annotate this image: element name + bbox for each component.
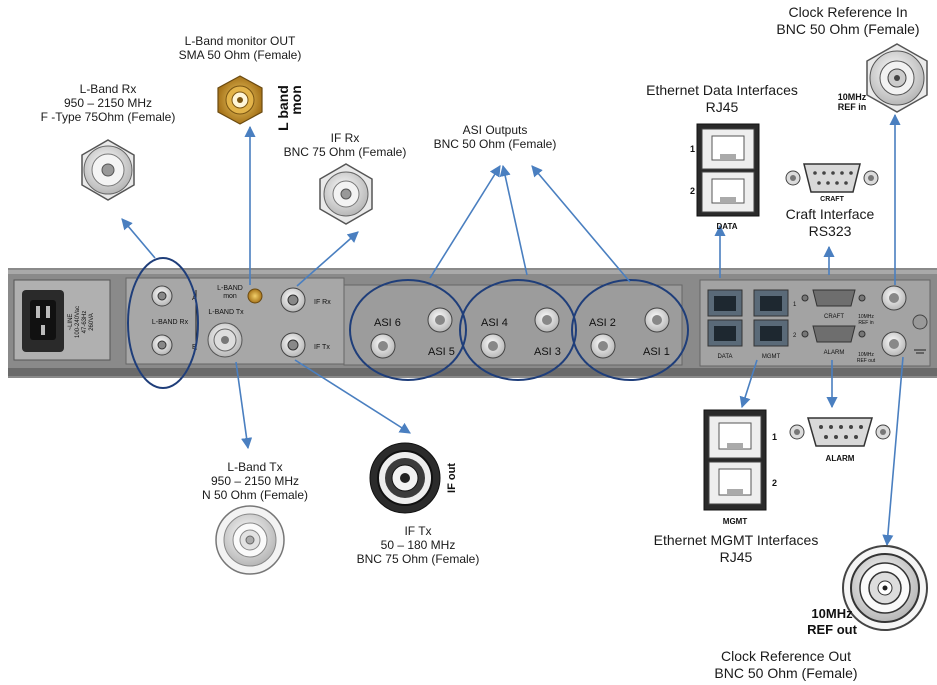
callout-lband-mon-title: L-Band monitor OUT bbox=[170, 34, 310, 48]
eth-data-port-2: 2 bbox=[690, 186, 695, 196]
callout-lband-rx-freq: 950 – 2150 MHz bbox=[22, 96, 194, 110]
power-line-1: ~LINE bbox=[68, 314, 74, 331]
callout-lband-tx-title: L-Band Tx bbox=[180, 460, 330, 474]
arrow-asi-right bbox=[532, 166, 630, 282]
panel-label-if-tx: IF Tx bbox=[314, 344, 330, 351]
callout-clock-out: Clock Reference Out BNC 50 Ohm (Female) bbox=[700, 648, 872, 682]
callout-lband-tx: L-Band Tx 950 – 2150 MHz N 50 Ohm (Femal… bbox=[180, 460, 330, 502]
alarm-detail-icon bbox=[790, 418, 890, 446]
panel-label-craft: CRAFT bbox=[824, 314, 844, 320]
asi-5-label: ASI 5 bbox=[428, 346, 455, 358]
callout-if-tx: IF Tx 50 – 180 MHz BNC 75 Ohm (Female) bbox=[348, 524, 488, 566]
callout-if-rx-type: BNC 75 Ohm (Female) bbox=[275, 145, 415, 159]
callout-clock-in-type: BNC 50 Ohm (Female) bbox=[762, 21, 934, 38]
panel-label-ref-in-2: REF in bbox=[858, 320, 874, 326]
callout-eth-mgmt-type: RJ45 bbox=[640, 549, 832, 566]
callout-clock-in: Clock Reference In BNC 50 Ohm (Female) bbox=[762, 4, 934, 38]
arrow-asi-mid bbox=[503, 166, 527, 275]
callout-lband-rx-title: L-Band Rx bbox=[22, 82, 194, 96]
callout-if-tx-type: BNC 75 Ohm (Female) bbox=[348, 552, 488, 566]
callout-clock-out-type: BNC 50 Ohm (Female) bbox=[700, 665, 872, 682]
callout-if-rx: IF Rx BNC 75 Ohm (Female) bbox=[275, 131, 415, 159]
callout-craft: Craft Interface RS323 bbox=[770, 206, 890, 240]
callout-eth-data-type: RJ45 bbox=[630, 99, 814, 116]
arrow-clock-out bbox=[887, 357, 903, 545]
callout-lband-mon: L-Band monitor OUT SMA 50 Ohm (Female) bbox=[170, 34, 310, 62]
eth-data-port-1: 1 bbox=[690, 144, 695, 154]
lband-tx-detail-icon bbox=[216, 506, 284, 574]
callout-lband-tx-freq: 950 – 2150 MHz bbox=[180, 474, 330, 488]
arrow-lband-rx bbox=[122, 219, 155, 258]
eth-data-caption: DATA bbox=[716, 222, 737, 231]
ref-out-mark-1: 10MHz bbox=[811, 606, 853, 621]
asi-4-label: ASI 4 bbox=[481, 317, 508, 329]
if-rx-detail-icon bbox=[320, 164, 372, 224]
lband-rx-detail-icon bbox=[82, 140, 134, 200]
power-inlet bbox=[22, 290, 64, 352]
panel-label-ref-out-2: REF out bbox=[857, 358, 876, 364]
panel-label-data: DATA bbox=[717, 354, 732, 360]
callout-clock-in-title: Clock Reference In bbox=[762, 4, 934, 21]
power-line-2: 100-240Vac bbox=[75, 306, 81, 338]
craft-caption: CRAFT bbox=[820, 196, 844, 203]
callout-clock-out-title: Clock Reference Out bbox=[700, 648, 872, 665]
callout-asi-type: BNC 50 Ohm (Female) bbox=[425, 137, 565, 151]
ref-out-mark-2: REF out bbox=[807, 622, 857, 637]
eth-mgmt-detail-icon bbox=[704, 410, 766, 510]
alarm-caption: ALARM bbox=[826, 454, 855, 463]
ref-in-mark-2: REF in bbox=[838, 102, 867, 112]
callout-craft-type: RS323 bbox=[770, 223, 890, 240]
lband-tx-port bbox=[208, 323, 242, 357]
callout-if-rx-title: IF Rx bbox=[275, 131, 415, 145]
power-line-3: 47-63Hz bbox=[82, 311, 88, 334]
panel-label-lband-tx: L-BAND Tx bbox=[208, 309, 244, 316]
callout-eth-data-title: Ethernet Data Interfaces bbox=[630, 82, 814, 99]
panel-label-lband-mon-1: L-BAND bbox=[217, 285, 243, 292]
panel-label-if-rx: IF Rx bbox=[314, 299, 331, 306]
arrow-asi-left bbox=[430, 166, 500, 278]
callout-eth-data: Ethernet Data Interfaces RJ45 bbox=[630, 82, 814, 116]
lband-mon-detail-icon bbox=[218, 76, 262, 124]
if-out-mark: IF out bbox=[446, 463, 458, 493]
callout-lband-mon-type: SMA 50 Ohm (Female) bbox=[170, 48, 310, 62]
panel-label-alarm: ALARM bbox=[824, 350, 845, 356]
callout-asi: ASI Outputs BNC 50 Ohm (Female) bbox=[425, 123, 565, 151]
clock-in-detail-icon bbox=[867, 44, 927, 112]
callout-eth-mgmt: Ethernet MGMT Interfaces RJ45 bbox=[640, 532, 832, 566]
callout-lband-tx-type: N 50 Ohm (Female) bbox=[180, 488, 330, 502]
callout-lband-rx-type: F -Type 75Ohm (Female) bbox=[22, 110, 194, 124]
asi-6-label: ASI 6 bbox=[374, 317, 401, 329]
callout-eth-mgmt-title: Ethernet MGMT Interfaces bbox=[640, 532, 832, 549]
callout-craft-title: Craft Interface bbox=[770, 206, 890, 223]
asi-3-label: ASI 3 bbox=[534, 346, 561, 358]
eth-mgmt-caption: MGMT bbox=[723, 517, 748, 526]
eth-data-detail-icon bbox=[697, 124, 759, 216]
eth-mgmt-port-1: 1 bbox=[772, 432, 777, 442]
callout-if-tx-title: IF Tx bbox=[348, 524, 488, 538]
callout-asi-title: ASI Outputs bbox=[425, 123, 565, 137]
panel-label-mgmt: MGMT bbox=[762, 354, 781, 360]
craft-detail-icon bbox=[786, 164, 878, 192]
eth-mgmt-port-2: 2 bbox=[772, 478, 777, 488]
callout-lband-rx: L-Band Rx 950 – 2150 MHz F -Type 75Ohm (… bbox=[22, 82, 194, 124]
lband-mon-port bbox=[248, 289, 262, 303]
asi-2-label: ASI 2 bbox=[589, 317, 616, 329]
lband-mon-mark-2: mon bbox=[288, 85, 304, 115]
panel-label-lband-mon-2: mon bbox=[223, 293, 237, 300]
power-line-4: 260VA bbox=[89, 313, 95, 331]
panel-label-lband-rx: L-BAND Rx bbox=[152, 319, 189, 326]
if-tx-detail-icon bbox=[370, 443, 440, 513]
clock-out-detail-icon bbox=[843, 546, 927, 630]
asi-1-label: ASI 1 bbox=[643, 346, 670, 358]
callout-if-tx-freq: 50 – 180 MHz bbox=[348, 538, 488, 552]
ref-in-mark-1: 10MHz bbox=[838, 92, 867, 102]
